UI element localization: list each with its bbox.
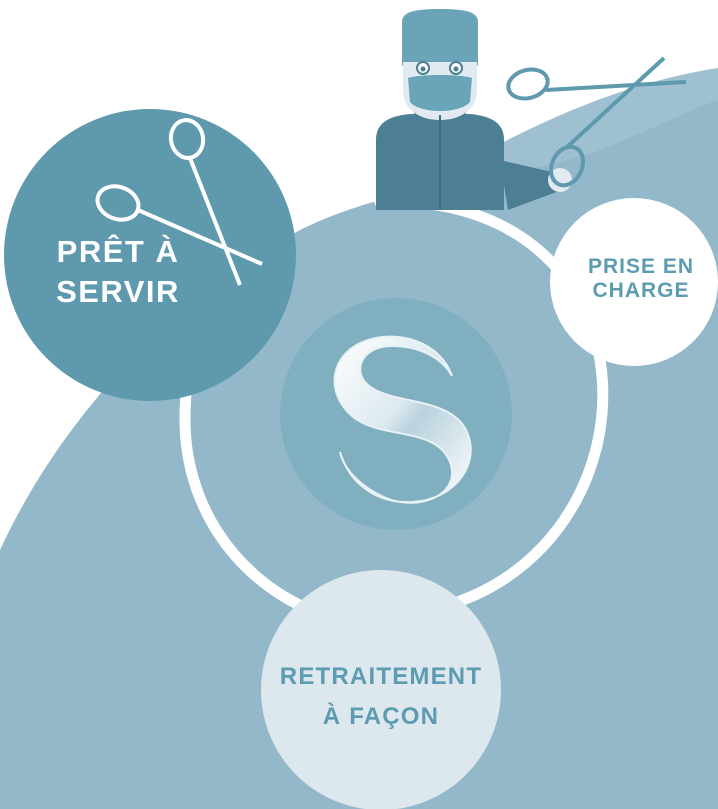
step-pickup-line2: CHARGE bbox=[592, 279, 690, 302]
step-pickup-label: PRISE EN CHARGE bbox=[566, 255, 716, 303]
surgeon-scissors-icon bbox=[506, 56, 687, 188]
step-ready-line1: PRÊT À bbox=[56, 234, 180, 269]
surgical-scissors-icon bbox=[95, 118, 263, 286]
step-reprocessing-line1: RETRAITEMENT bbox=[279, 663, 483, 690]
s-logo-icon bbox=[333, 335, 472, 504]
step-reprocessing-line2: À FAÇON bbox=[322, 703, 440, 730]
step-pickup-line1: PRISE EN bbox=[587, 255, 695, 278]
ready-to-serve-circle bbox=[4, 109, 296, 401]
reprocessing-circle bbox=[261, 570, 501, 809]
pickup-circle bbox=[550, 198, 718, 366]
surgeon-icon bbox=[376, 9, 572, 210]
step-reprocessing-label: RETRAITEMENT À FAÇON bbox=[262, 657, 500, 737]
step-ready-line2: SERVIR bbox=[56, 274, 180, 309]
step-ready-label: PRÊT À SERVIR bbox=[18, 232, 218, 312]
